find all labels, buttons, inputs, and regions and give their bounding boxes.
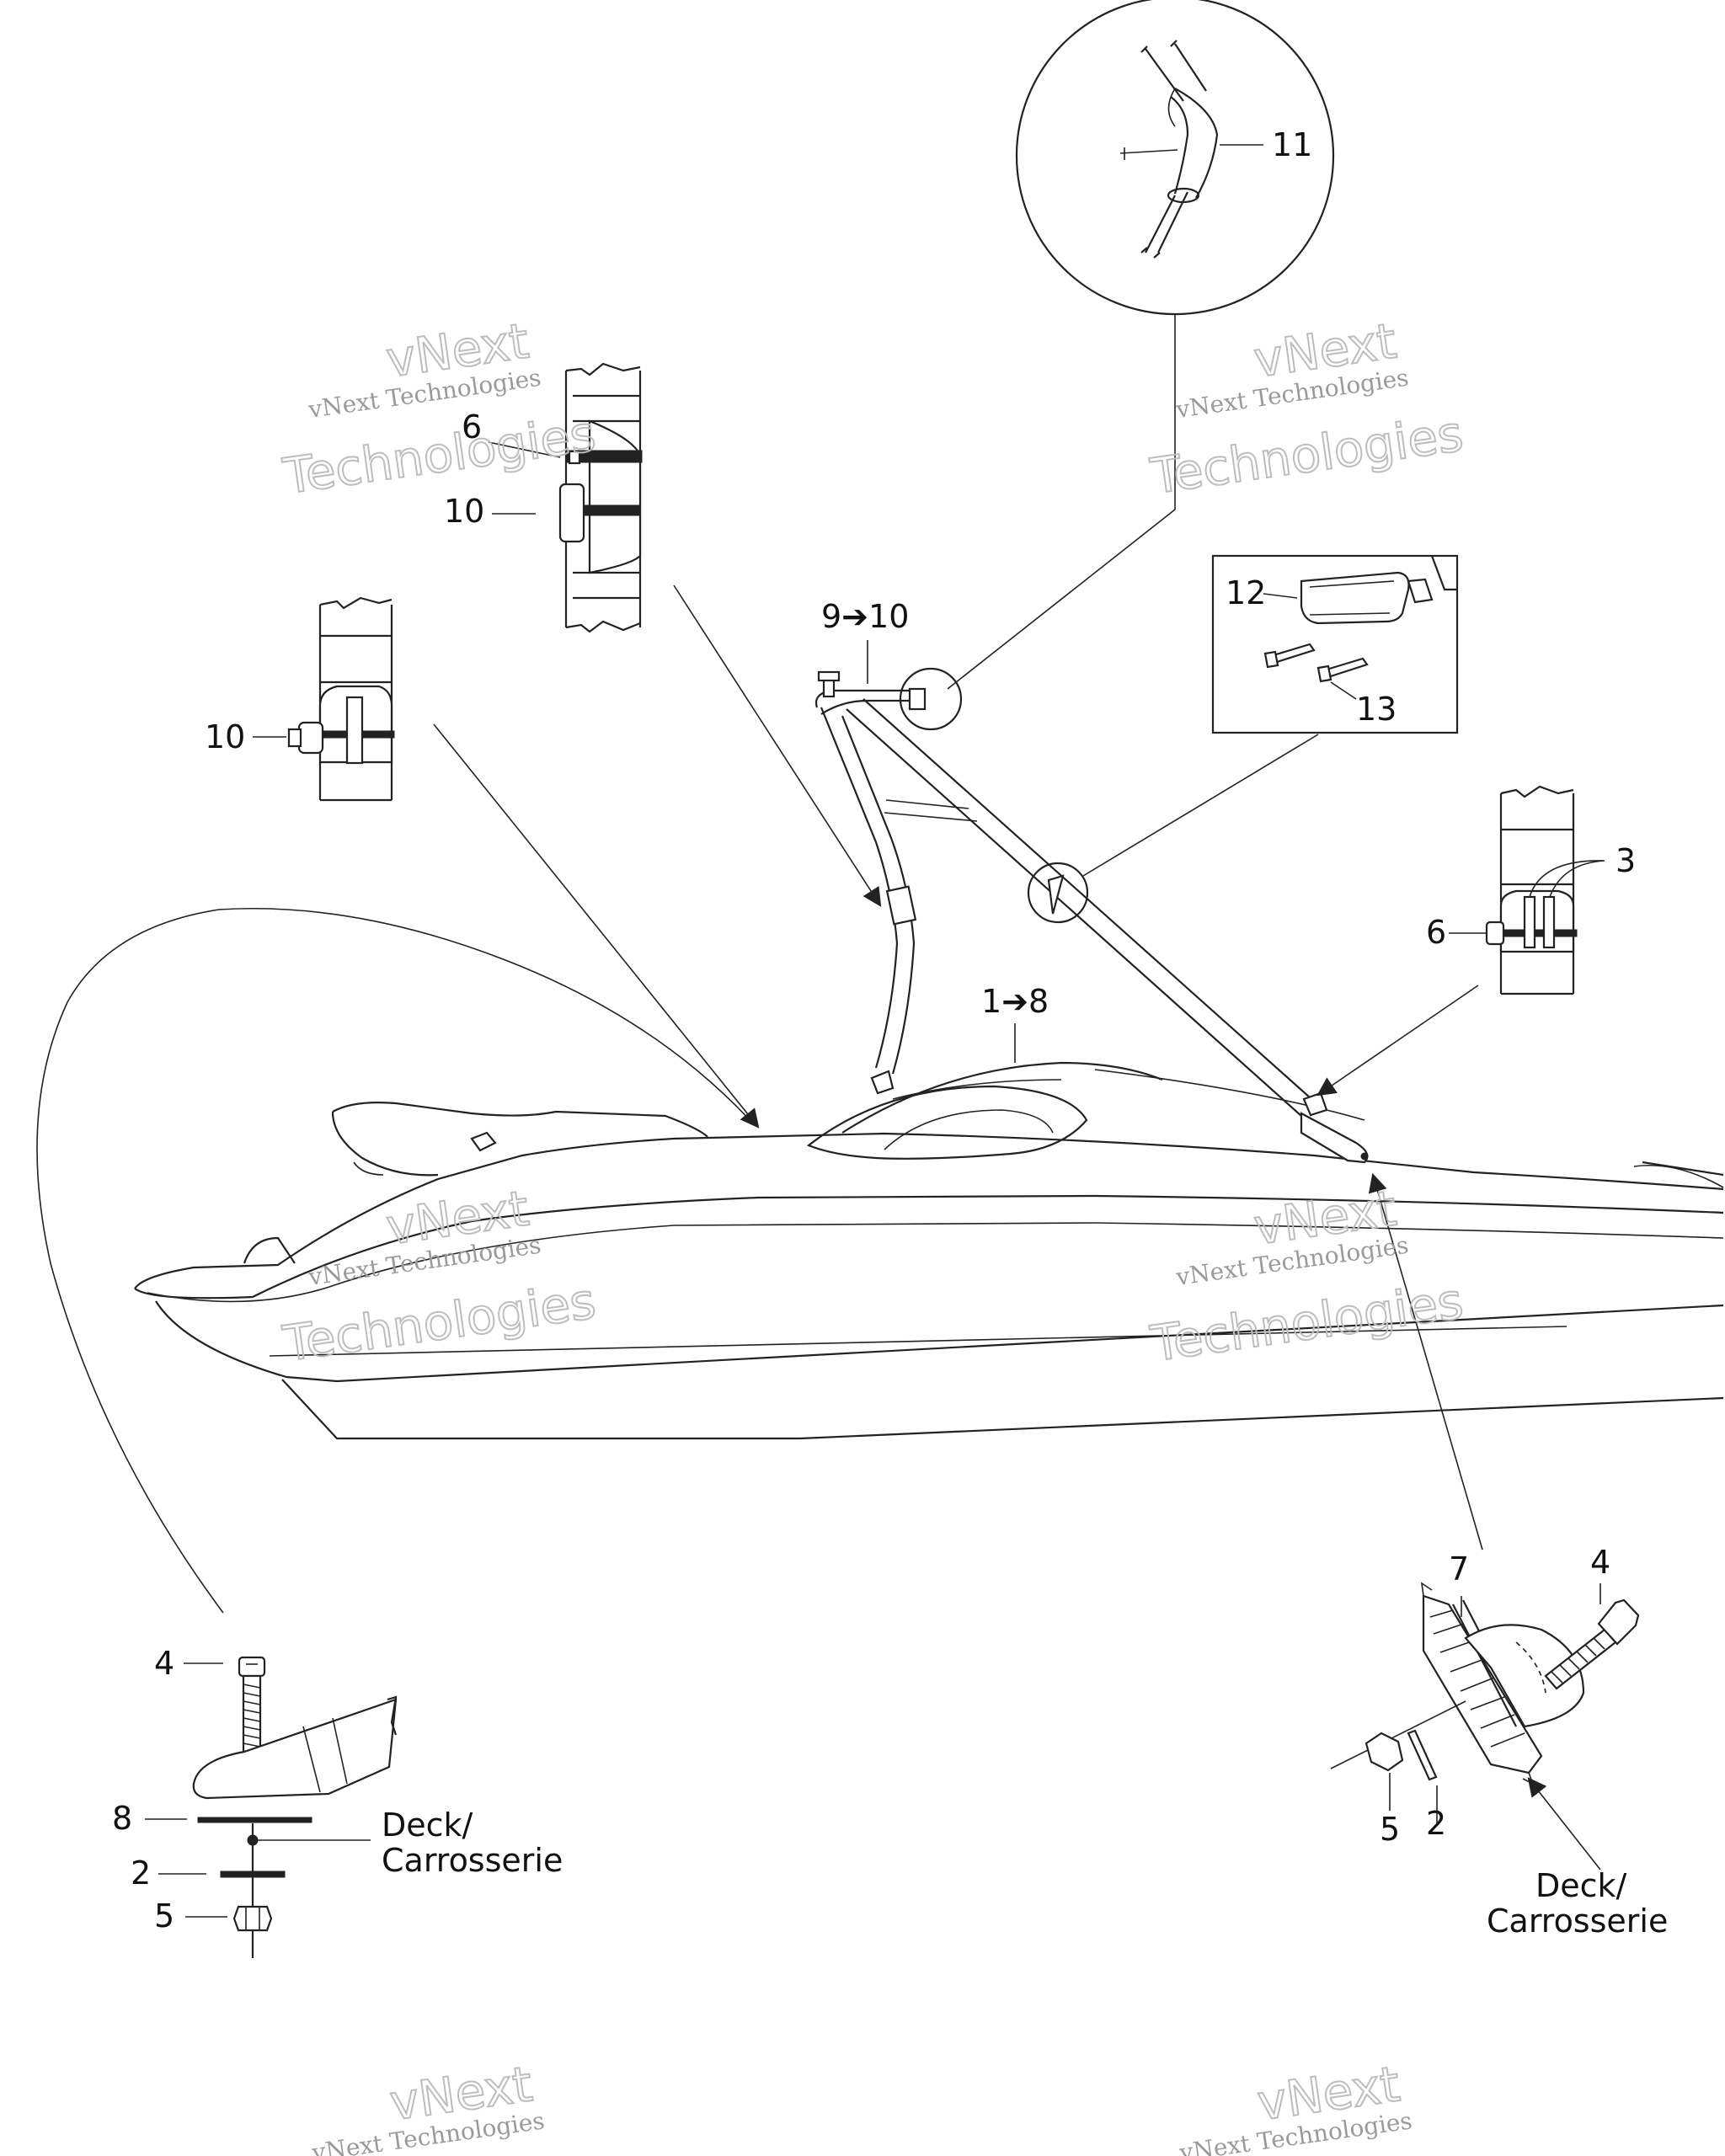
detail-10-lower: 10 <box>205 596 395 802</box>
detail-bottom-left: 4 8 Deck/ Carrosserie 2 5 <box>112 1645 563 1958</box>
boat-hull <box>134 1061 1724 1440</box>
detail-11-magnified: 11 <box>1015 0 1335 316</box>
label-11: 11 <box>1272 126 1312 163</box>
detail-mirror-box: 12 13 <box>1211 554 1459 734</box>
wakeboard-tower <box>814 670 1369 1164</box>
deck-label-left-2: Carrosserie <box>382 1842 563 1879</box>
leader-curve-left <box>36 907 755 1614</box>
detail-bottom-right: 4 7 2 5 Deck/ Carrosserie <box>1330 1544 1668 1940</box>
deck-label-right-2: Carrosserie <box>1487 1903 1668 1940</box>
detail-circle-top <box>899 667 963 731</box>
label-13: 13 <box>1356 691 1397 728</box>
detail-10-upper: 10 6 <box>444 362 643 633</box>
label-2-right: 2 <box>1426 1805 1446 1842</box>
label-9-to-10: 9➔10 <box>821 598 909 635</box>
watermark-6: vNext Technologies vNext <box>1178 2054 1414 2156</box>
label-4-left: 4 <box>154 1645 174 1682</box>
deck-label-right-1: Deck/ <box>1535 1867 1627 1904</box>
label-5-right: 5 <box>1380 1811 1400 1848</box>
watermark-5: vNext Technologies vNext <box>310 2054 547 2156</box>
label-6-right: 6 <box>1426 914 1446 951</box>
watermark-2: vNext Technologies vNext Technologies <box>1146 311 1467 505</box>
watermark-3: vNext Technologies vNext Technologies <box>279 1178 600 1373</box>
label-6-upper: 6 <box>462 408 482 446</box>
detail-circle-mirror <box>1027 862 1089 924</box>
label-10-upper: 10 <box>444 493 484 530</box>
label-2-left: 2 <box>131 1854 151 1892</box>
label-8: 8 <box>112 1800 132 1837</box>
label-1-to-8: 1➔8 <box>981 983 1049 1020</box>
detail-3-6: 6 3 <box>1426 785 1636 995</box>
label-10-lower: 10 <box>205 718 245 755</box>
label-7: 7 <box>1449 1550 1469 1588</box>
label-4-right: 4 <box>1590 1544 1610 1581</box>
label-5-left: 5 <box>154 1897 174 1935</box>
watermark-1: vNext Technologies vNext Technologies <box>279 311 600 505</box>
deck-label-left-1: Deck/ <box>382 1806 473 1844</box>
label-3: 3 <box>1616 842 1636 879</box>
label-12: 12 <box>1226 574 1266 611</box>
